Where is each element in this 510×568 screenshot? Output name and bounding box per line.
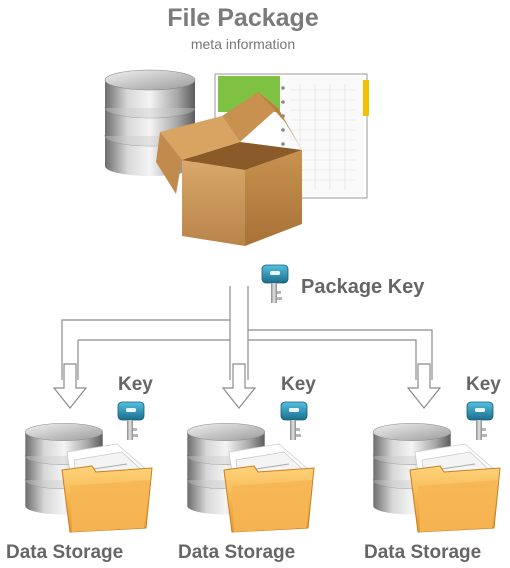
key-icon — [466, 401, 494, 441]
folder-icon — [409, 443, 501, 533]
page-subtitle: meta information — [190, 36, 296, 52]
key-icon — [280, 401, 308, 441]
cardboard-box-icon — [156, 92, 302, 246]
data-storage-1 — [24, 401, 153, 533]
package-key-label: Package Key — [301, 276, 425, 298]
storage-2-label: Data Storage — [178, 542, 296, 563]
down-arrow-right — [407, 363, 441, 409]
storage-2-key-label: Key — [281, 374, 316, 395]
folder-icon — [61, 443, 153, 533]
data-storage-3 — [372, 401, 501, 533]
distribution-connector — [61, 286, 433, 380]
storage-1-label: Data Storage — [6, 542, 124, 563]
down-arrow-left — [53, 363, 87, 409]
package-key-icon — [261, 264, 289, 304]
storage-3-label: Data Storage — [364, 542, 482, 563]
notebook-icon — [214, 73, 369, 199]
storage-1-key-label: Key — [118, 374, 153, 395]
page-title: File Package — [167, 4, 319, 32]
data-storage-2 — [186, 401, 315, 533]
storage-3-key-label: Key — [466, 374, 501, 395]
key-icon — [117, 401, 145, 441]
folder-icon — [223, 443, 315, 533]
down-arrow-center — [222, 363, 256, 409]
